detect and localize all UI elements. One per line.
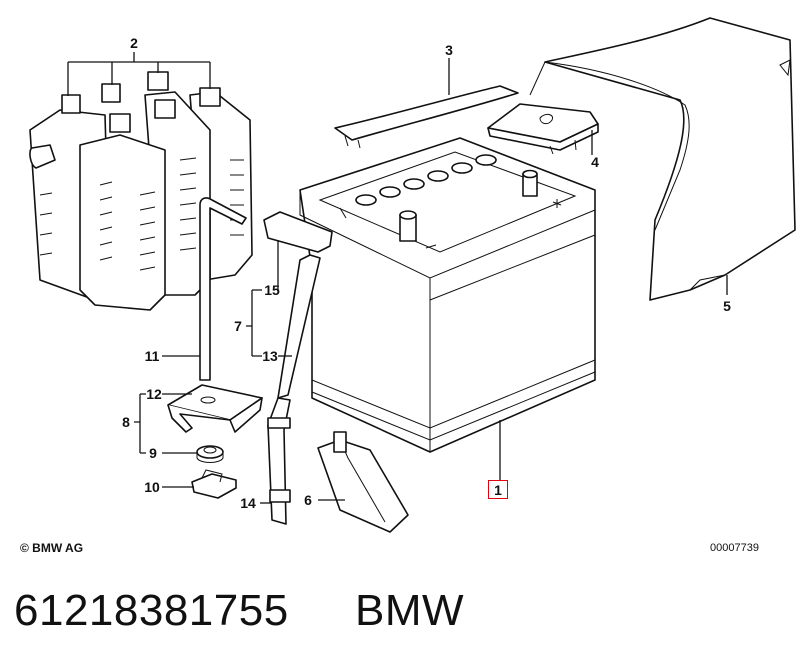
drawing-number: 00007739 bbox=[710, 542, 759, 554]
bottles-part bbox=[29, 71, 253, 311]
callout-labels: 2 3 4 5 6 7 8 9 10 11 12 13 14 15 1 bbox=[122, 35, 731, 511]
leader-lines bbox=[67, 52, 728, 504]
callout-10: 10 bbox=[144, 479, 160, 495]
vent-tube-part bbox=[199, 197, 247, 381]
nut-part bbox=[196, 445, 224, 463]
terminal-posts bbox=[399, 169, 538, 242]
part-number: 61218381755 bbox=[14, 586, 289, 635]
callout-9: 9 bbox=[149, 445, 157, 461]
battery-part bbox=[299, 137, 596, 453]
vent-hose-part bbox=[263, 211, 333, 525]
callout-5: 5 bbox=[723, 298, 731, 314]
terminal-cover-strip-part bbox=[334, 85, 519, 149]
callout-3: 3 bbox=[445, 42, 453, 58]
highlight-box-callout-1 bbox=[488, 480, 508, 499]
battery-cover-part bbox=[529, 17, 796, 301]
callout-11: 11 bbox=[145, 348, 160, 364]
callout-1: 1 bbox=[494, 482, 502, 498]
callout-15: 15 bbox=[264, 282, 280, 298]
callout-13: 13 bbox=[262, 348, 278, 364]
cell-caps bbox=[355, 154, 497, 206]
callout-8: 8 bbox=[122, 414, 130, 430]
callout-2: 2 bbox=[130, 35, 138, 51]
battery-exploded-diagram: 2 3 4 5 6 7 8 9 10 11 12 13 14 15 1 bbox=[29, 17, 796, 533]
copyright-text: © BMW AG bbox=[20, 541, 84, 555]
callout-6: 6 bbox=[304, 492, 312, 508]
vent-container-part bbox=[317, 431, 409, 533]
bracket-part bbox=[167, 384, 263, 433]
callout-4: 4 bbox=[591, 154, 599, 170]
callout-14: 14 bbox=[240, 495, 256, 511]
clip-part bbox=[191, 469, 237, 499]
callout-7: 7 bbox=[234, 318, 242, 334]
clamp-cover-part bbox=[487, 103, 599, 155]
brand-name: BMW bbox=[355, 586, 465, 635]
callout-12: 12 bbox=[146, 386, 162, 402]
